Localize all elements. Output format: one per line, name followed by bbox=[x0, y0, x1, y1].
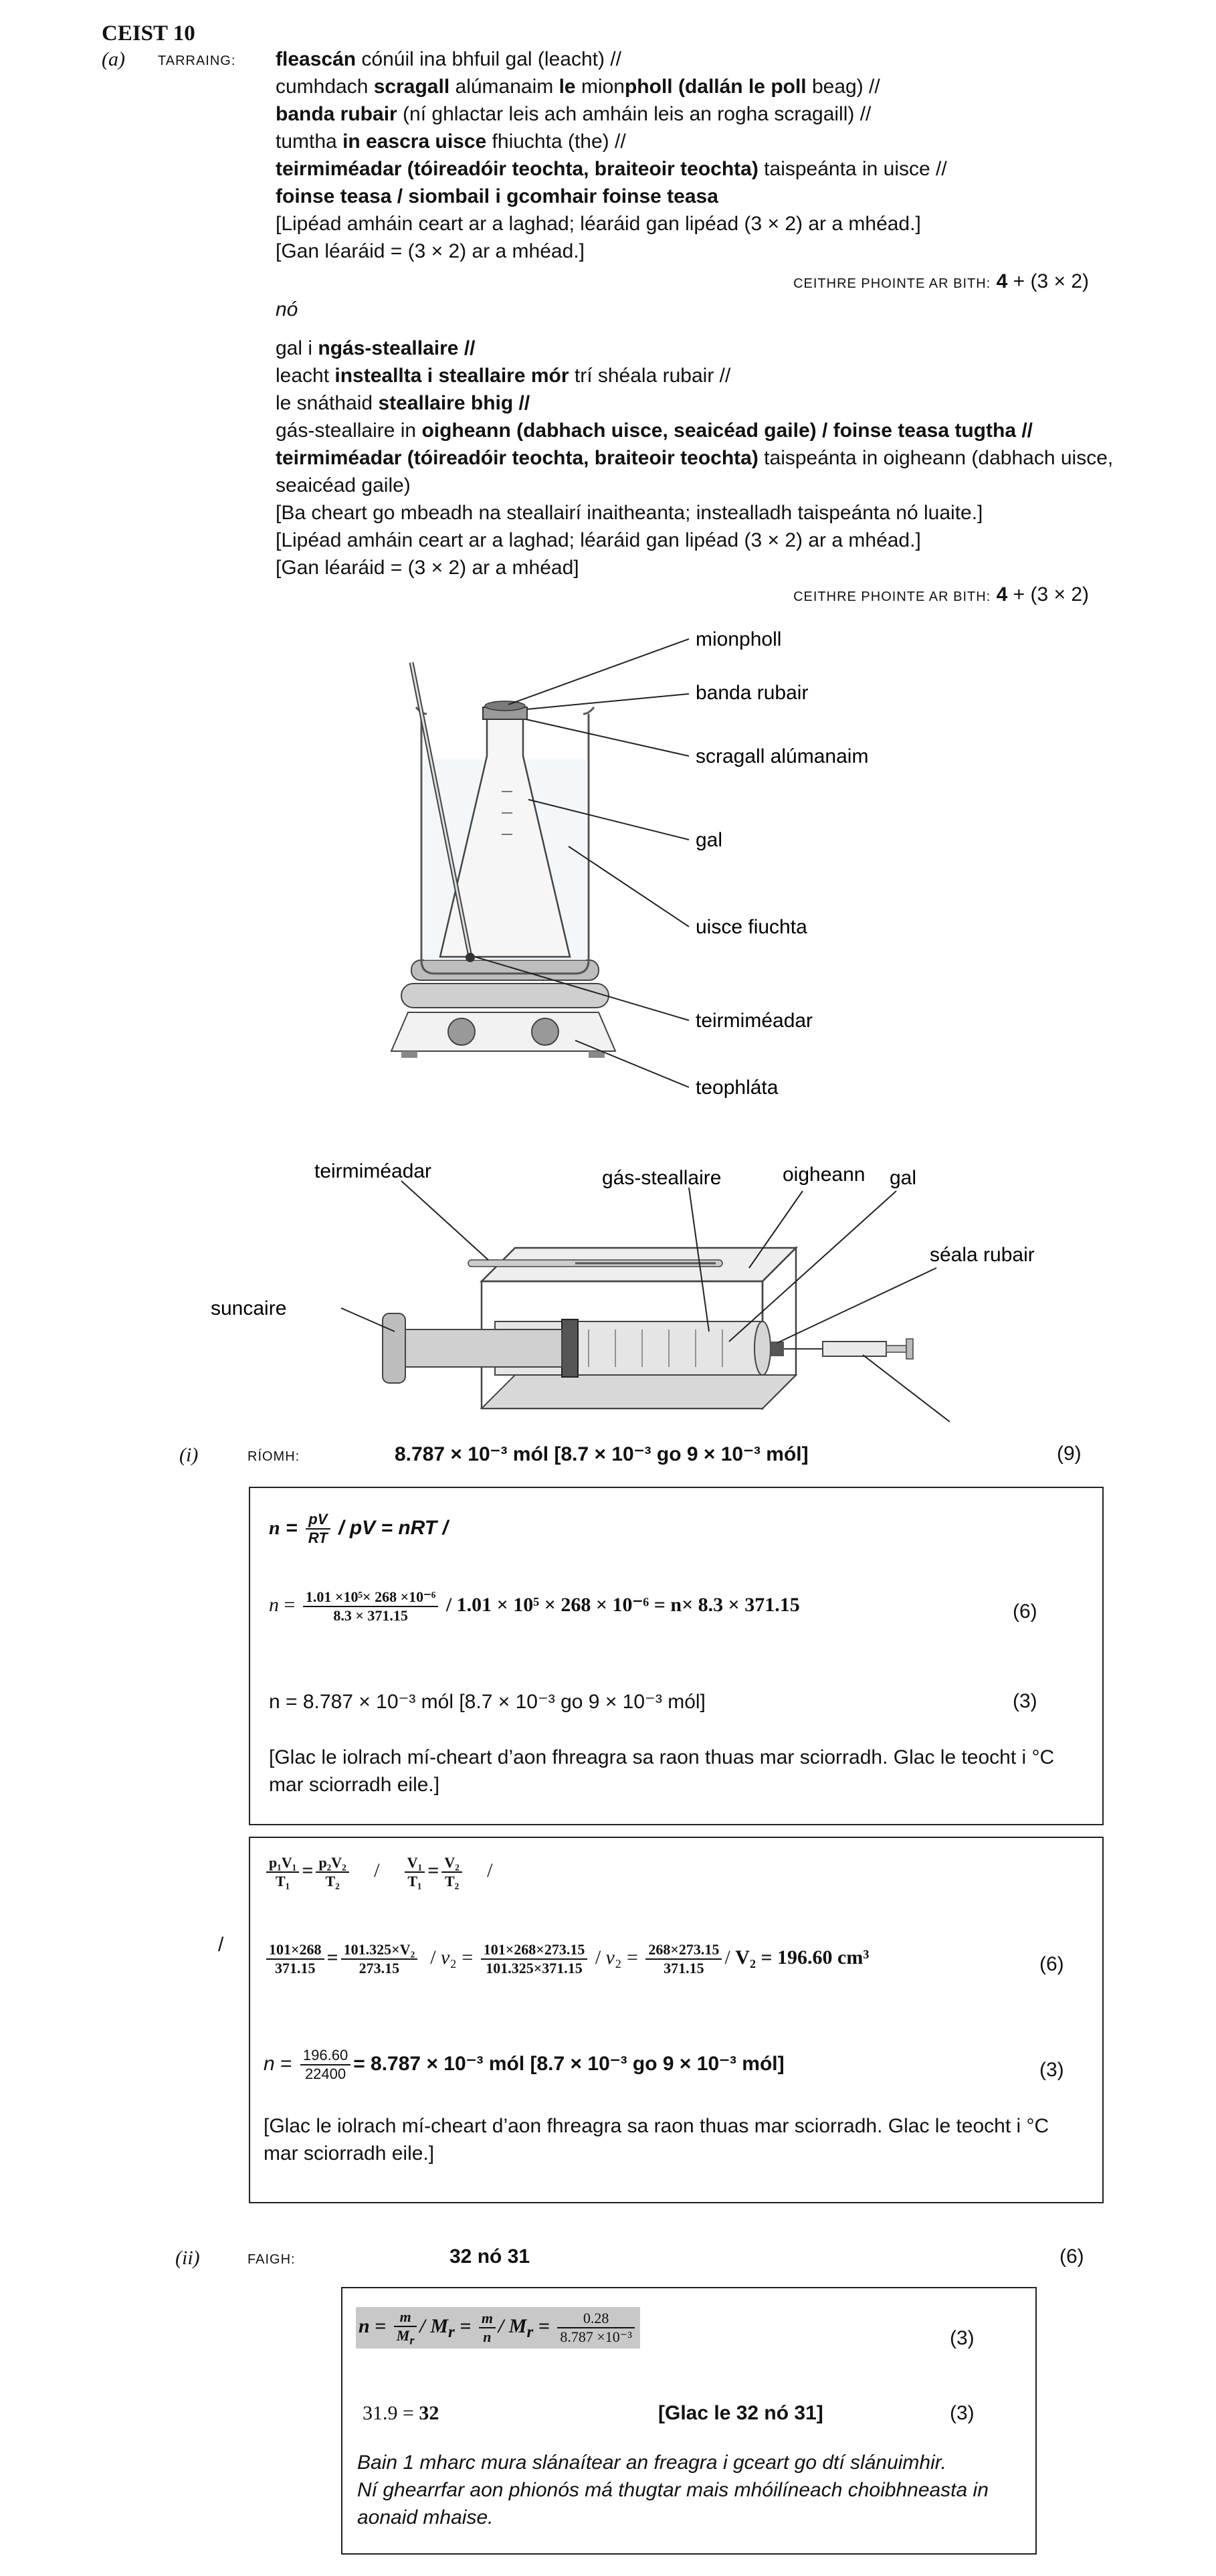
label-teirmimeadar-2: teirmiméadar bbox=[314, 1160, 431, 1182]
part-i-answer: 8.787 × 10⁻³ mól [8.7 × 10⁻³ go 9 × 10⁻³… bbox=[395, 1443, 809, 1465]
method1-block: fleascán cónúil ina bhfuil gal (leacht) … bbox=[276, 45, 1185, 265]
box1-result-marks: (3) bbox=[1013, 1690, 1037, 1712]
method2-block: gal i ngás-steallaire // leacht insteall… bbox=[276, 335, 1185, 581]
label-oigheann: oigheann bbox=[783, 1164, 865, 1186]
m2-line7: [Ba cheart go mbeadh na steallairí inait… bbox=[276, 502, 983, 524]
m1-line5: teirmiméadar (tóireadóir teochta, braite… bbox=[276, 158, 947, 180]
label-gal: gal bbox=[696, 829, 722, 851]
box1-result: n = 8.787 × 10⁻³ mól [8.7 × 10⁻³ go 9 × … bbox=[269, 1691, 706, 1713]
m2-marks: CEITHRE PHOINTE AR BITH: 4 + (3 × 2) bbox=[793, 583, 1089, 606]
tarraing-label: TARRAING: bbox=[158, 54, 236, 68]
box2-result-marks: (3) bbox=[1039, 2059, 1064, 2081]
part-a-label: (a) bbox=[102, 48, 125, 70]
part-i-marks: (9) bbox=[1057, 1443, 1082, 1465]
box1-calc-marks: (6) bbox=[1013, 1600, 1037, 1623]
m1-line8: [Gan léaráid = (3 × 2) ar a mhéad.] bbox=[276, 240, 585, 262]
box2-calc-marks: (6) bbox=[1039, 1953, 1064, 1975]
label-teophlata: teophláta bbox=[696, 1077, 779, 1099]
or-text: nó bbox=[276, 298, 298, 320]
m2-line4: gás-steallaire in oigheann (dabhach uisc… bbox=[276, 420, 1033, 442]
box3-accept: [Glac le 32 nó 31] bbox=[658, 2402, 823, 2424]
m2-line5: teirmiméadar (tóireadóir teochta, braite… bbox=[276, 447, 1114, 469]
label-banda-rubair: banda rubair bbox=[696, 682, 808, 704]
label-scragall: scragall alúmanaim bbox=[696, 745, 868, 767]
m1-line4: tumtha in eascra uisce fhiuchta (the) // bbox=[276, 130, 626, 153]
label-mionpholl: mionpholl bbox=[696, 628, 781, 650]
part-ii-label: FAIGH: bbox=[247, 2252, 296, 2267]
label-seala-rubair: séala rubair bbox=[930, 1244, 1035, 1266]
part-ii-num: (ii) bbox=[175, 2247, 200, 2269]
m2-line9: [Gan léaráid = (3 × 2) ar a mhéad] bbox=[276, 557, 579, 579]
label-teirmimeadar: teirmiméadar bbox=[696, 1010, 813, 1032]
box2-note: [Glac le iolrach mí-cheart d’aon fhreagr… bbox=[264, 2115, 1049, 2165]
m1-line7: [Lipéad amháin ceart ar a laghad; léarái… bbox=[276, 213, 921, 235]
box3-marks1: (3) bbox=[950, 2327, 975, 2349]
m2-line8: [Lipéad amháin ceart ar a laghad; léarái… bbox=[276, 529, 921, 551]
part-i-num: (i) bbox=[179, 1444, 199, 1466]
flask-apparatus-diagram: mionpholl banda rubair scragall alúmanai… bbox=[390, 628, 868, 1099]
box1-note: [Glac le iolrach mí-cheart d’aon fhreagr… bbox=[269, 1746, 1055, 1796]
m1-line1: fleascán cónúil ina bhfuil gal (leacht) … bbox=[276, 48, 621, 70]
label-suncaire: suncaire bbox=[211, 1297, 286, 1319]
slash-separator: / bbox=[218, 1934, 224, 1956]
m1-line6: foinse teasa / siombail i gcomhair foins… bbox=[276, 185, 718, 207]
m2-line2: leacht insteallta i steallaire mór trí s… bbox=[276, 365, 731, 387]
m2-line1: gal i ngás-steallaire // bbox=[276, 337, 476, 359]
label-uisce-fiuchta: uisce fiuchta bbox=[696, 916, 807, 938]
question-title: CEIST 10 bbox=[102, 21, 195, 45]
m1-line2: cumhdach scragall alúmanaim le mionpholl… bbox=[276, 76, 880, 98]
gas-syringe-diagram: teirmiméadar gás-steallaire oigheann gal… bbox=[211, 1160, 1035, 1422]
part-ii-marks: (6) bbox=[1059, 2245, 1084, 2268]
box3-marks2: (3) bbox=[950, 2402, 975, 2424]
part-i-label: RÍOMH: bbox=[247, 1449, 300, 1464]
m1-line3: banda rubair (ní ghlactar leis ach amhái… bbox=[276, 103, 872, 125]
box3-note2: Ní ghearrfar aon phionós má thugtar mais… bbox=[357, 2479, 989, 2528]
m2-line6: seaicéad gaile) bbox=[276, 474, 411, 496]
box3-result: 31.9 = 32 bbox=[363, 2402, 439, 2424]
box3-notes: Bain 1 mharc mura slánaítear an freagra … bbox=[357, 2449, 1019, 2531]
m2-line3: le snáthaid steallaire bhig // bbox=[276, 392, 530, 414]
box3-note1: Bain 1 mharc mura slánaítear an freagra … bbox=[357, 2452, 946, 2474]
m1-marks: CEITHRE PHOINTE AR BITH: 4 + (3 × 2) bbox=[793, 270, 1089, 292]
label-gal-2: gal bbox=[890, 1167, 916, 1189]
label-gas-steallaire: gás-steallaire bbox=[602, 1167, 721, 1189]
part-ii-answer: 32 nó 31 bbox=[449, 2245, 530, 2268]
